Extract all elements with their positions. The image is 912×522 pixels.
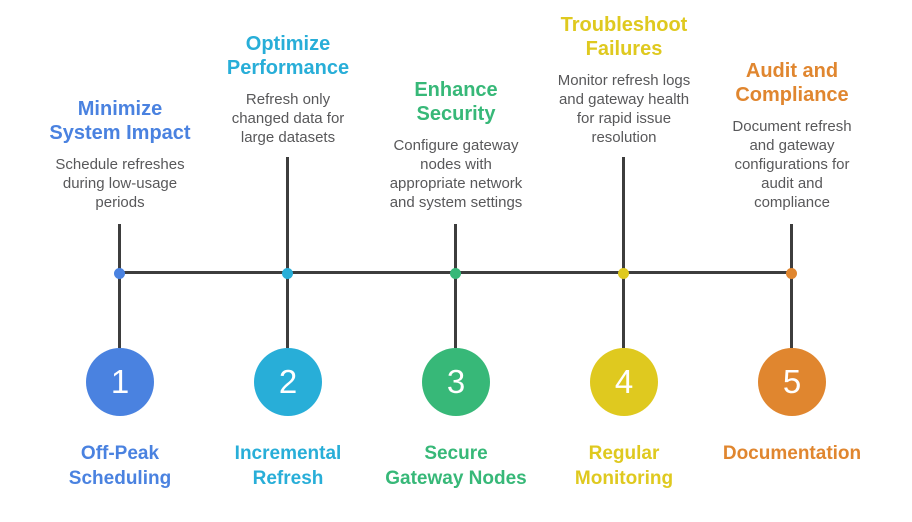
step-3-description: Configure gateway nodes with appropriate… bbox=[389, 137, 523, 211]
step-2-title: Optimize Performance bbox=[226, 33, 350, 79]
step-3-timeline-dot bbox=[450, 268, 461, 279]
step-2-number: 2 bbox=[278, 363, 298, 400]
step-4-label: Regular Monitoring bbox=[574, 443, 674, 489]
step-5-number: 5 bbox=[782, 363, 802, 400]
step-3-text-block: Enhance Security Configure gateway nodes… bbox=[366, 78, 546, 212]
step-2-label: Incremental Refresh bbox=[234, 443, 342, 489]
step-3-title: Enhance Security bbox=[414, 79, 498, 125]
step-2-number-circle: 2 bbox=[254, 348, 322, 416]
step-5-description: Document refresh and gateway configurati… bbox=[732, 118, 852, 211]
step-4-number: 4 bbox=[614, 363, 634, 400]
step-1-number-circle: 1 bbox=[86, 348, 154, 416]
step-5-title: Audit and Compliance bbox=[735, 60, 849, 106]
step-1-number: 1 bbox=[110, 363, 130, 400]
step-4-number-circle: 4 bbox=[590, 348, 658, 416]
step-1-text-block: Minimize System Impact Schedule refreshe… bbox=[30, 97, 210, 212]
step-4-description: Monitor refresh logs and gateway health … bbox=[557, 72, 691, 146]
step-2-connector-line bbox=[286, 157, 289, 348]
step-5-number-circle: 5 bbox=[758, 348, 826, 416]
step-1-connector-line bbox=[118, 224, 121, 348]
step-3-label: Secure Gateway Nodes bbox=[385, 443, 527, 489]
step-4-text-block: Troubleshoot Failures Monitor refresh lo… bbox=[534, 13, 714, 147]
step-1-label: Off-Peak Scheduling bbox=[68, 443, 172, 489]
step-2-description: Refresh only changed data for large data… bbox=[231, 91, 345, 146]
step-5-text-block: Audit and Compliance Document refresh an… bbox=[702, 59, 882, 212]
step-2-text-block: Optimize Performance Refresh only change… bbox=[198, 32, 378, 147]
step-3-number-circle: 3 bbox=[422, 348, 490, 416]
step-4-timeline-dot bbox=[618, 268, 629, 279]
step-1-description: Schedule refreshes during low-usage peri… bbox=[55, 156, 185, 211]
step-1-timeline-dot bbox=[114, 268, 125, 279]
step-3-number: 3 bbox=[446, 363, 466, 400]
step-4-connector-line bbox=[622, 157, 625, 348]
step-1-title: Minimize System Impact bbox=[49, 98, 191, 144]
step-3-connector-line bbox=[454, 224, 457, 348]
step-2-timeline-dot bbox=[282, 268, 293, 279]
step-5-timeline-dot bbox=[786, 268, 797, 279]
step-5-label: Documentation bbox=[722, 443, 862, 464]
step-4-title: Troubleshoot Failures bbox=[560, 14, 688, 60]
step-5-connector-line bbox=[790, 224, 793, 348]
